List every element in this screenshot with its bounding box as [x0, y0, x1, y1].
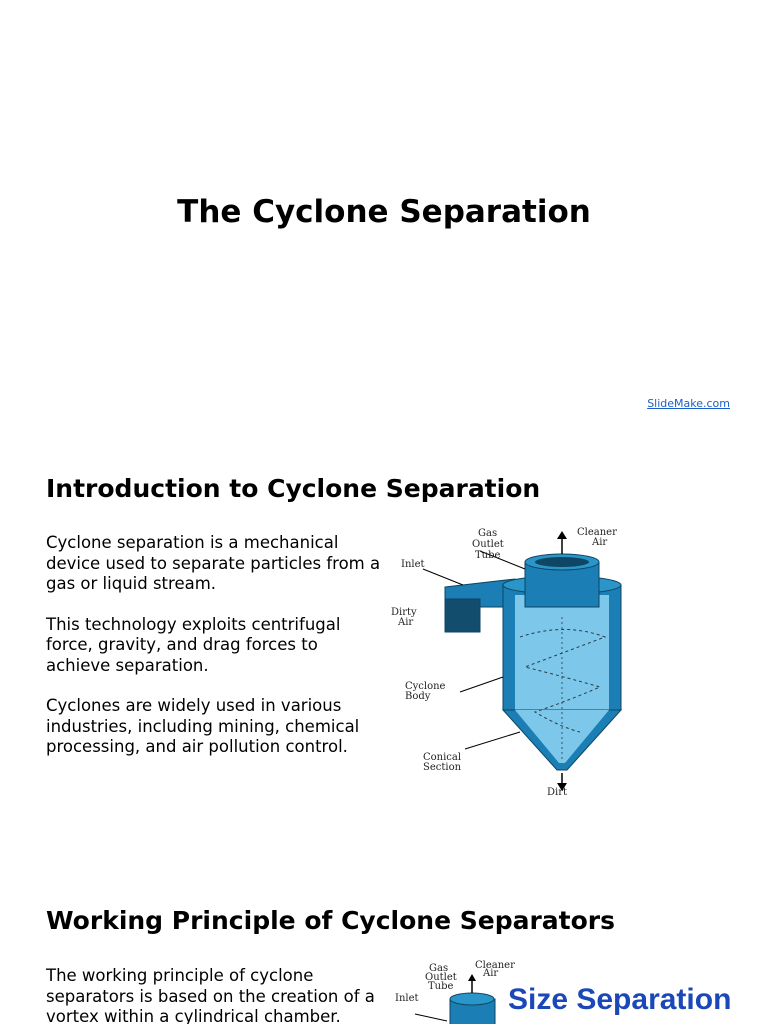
intro-heading: Introduction to Cyclone Separation	[46, 474, 541, 503]
intro-paragraph: Cyclones are widely used in various indu…	[46, 696, 360, 756]
slidemake-link[interactable]: SlideMake.com	[647, 397, 730, 410]
gas-outlet-label: Tube	[428, 981, 454, 992]
size-separation-banner: Size Separation	[508, 983, 730, 1016]
gas-outlet-label: Outlet	[425, 972, 457, 983]
working-principle-body: The working principle of cyclone separat…	[46, 966, 381, 1024]
intro-paragraph: Cyclone separation is a mechanical devic…	[46, 533, 381, 593]
cyclone-body-label: Cyclone	[405, 681, 446, 692]
cyclone-diagram: Gas Outlet Tube Cleaner Air Inlet Dirty …	[391, 527, 623, 797]
conical-section-label: Conical	[423, 752, 461, 763]
dirt-label: Dirt	[547, 787, 567, 797]
cyclone-body-label: Body	[405, 691, 431, 702]
cleaner-air-label: Air	[482, 968, 498, 979]
intro-body: Cyclone separation is a mechanical devic…	[46, 533, 381, 778]
gas-outlet-label: Tube	[475, 550, 501, 561]
conical-section-label: Section	[423, 762, 462, 773]
dirty-air-label: Dirty	[391, 607, 417, 618]
working-principle-slide: Working Principle of Cyclone Separators …	[0, 864, 768, 1024]
cleaner-air-label: Air	[591, 537, 607, 548]
cleaner-air-label: Cleaner	[577, 527, 617, 538]
working-principle-paragraph: The working principle of cyclone separat…	[46, 966, 375, 1024]
gas-outlet-label: Outlet	[472, 539, 504, 550]
intro-paragraph: This technology exploits centrifugal for…	[46, 614, 341, 675]
working-principle-heading: Working Principle of Cyclone Separators	[46, 906, 615, 935]
gas-outlet-label: Gas	[478, 528, 497, 539]
inlet-label: Inlet	[395, 993, 419, 1004]
page-title: The Cyclone Separation	[177, 194, 591, 230]
title-slide: The Cyclone Separation SlideMake.com	[0, 0, 768, 432]
inlet-label: Inlet	[401, 559, 425, 570]
gas-outlet-label: Gas	[429, 963, 448, 974]
cleaner-air-label: Cleaner	[475, 960, 515, 971]
dirty-air-label: Air	[397, 617, 413, 628]
intro-slide: Introduction to Cyclone Separation Cyclo…	[0, 432, 768, 864]
size-separation-diagram: Gas Outlet Tube Cleaner Air Inlet Size S…	[395, 960, 730, 1024]
